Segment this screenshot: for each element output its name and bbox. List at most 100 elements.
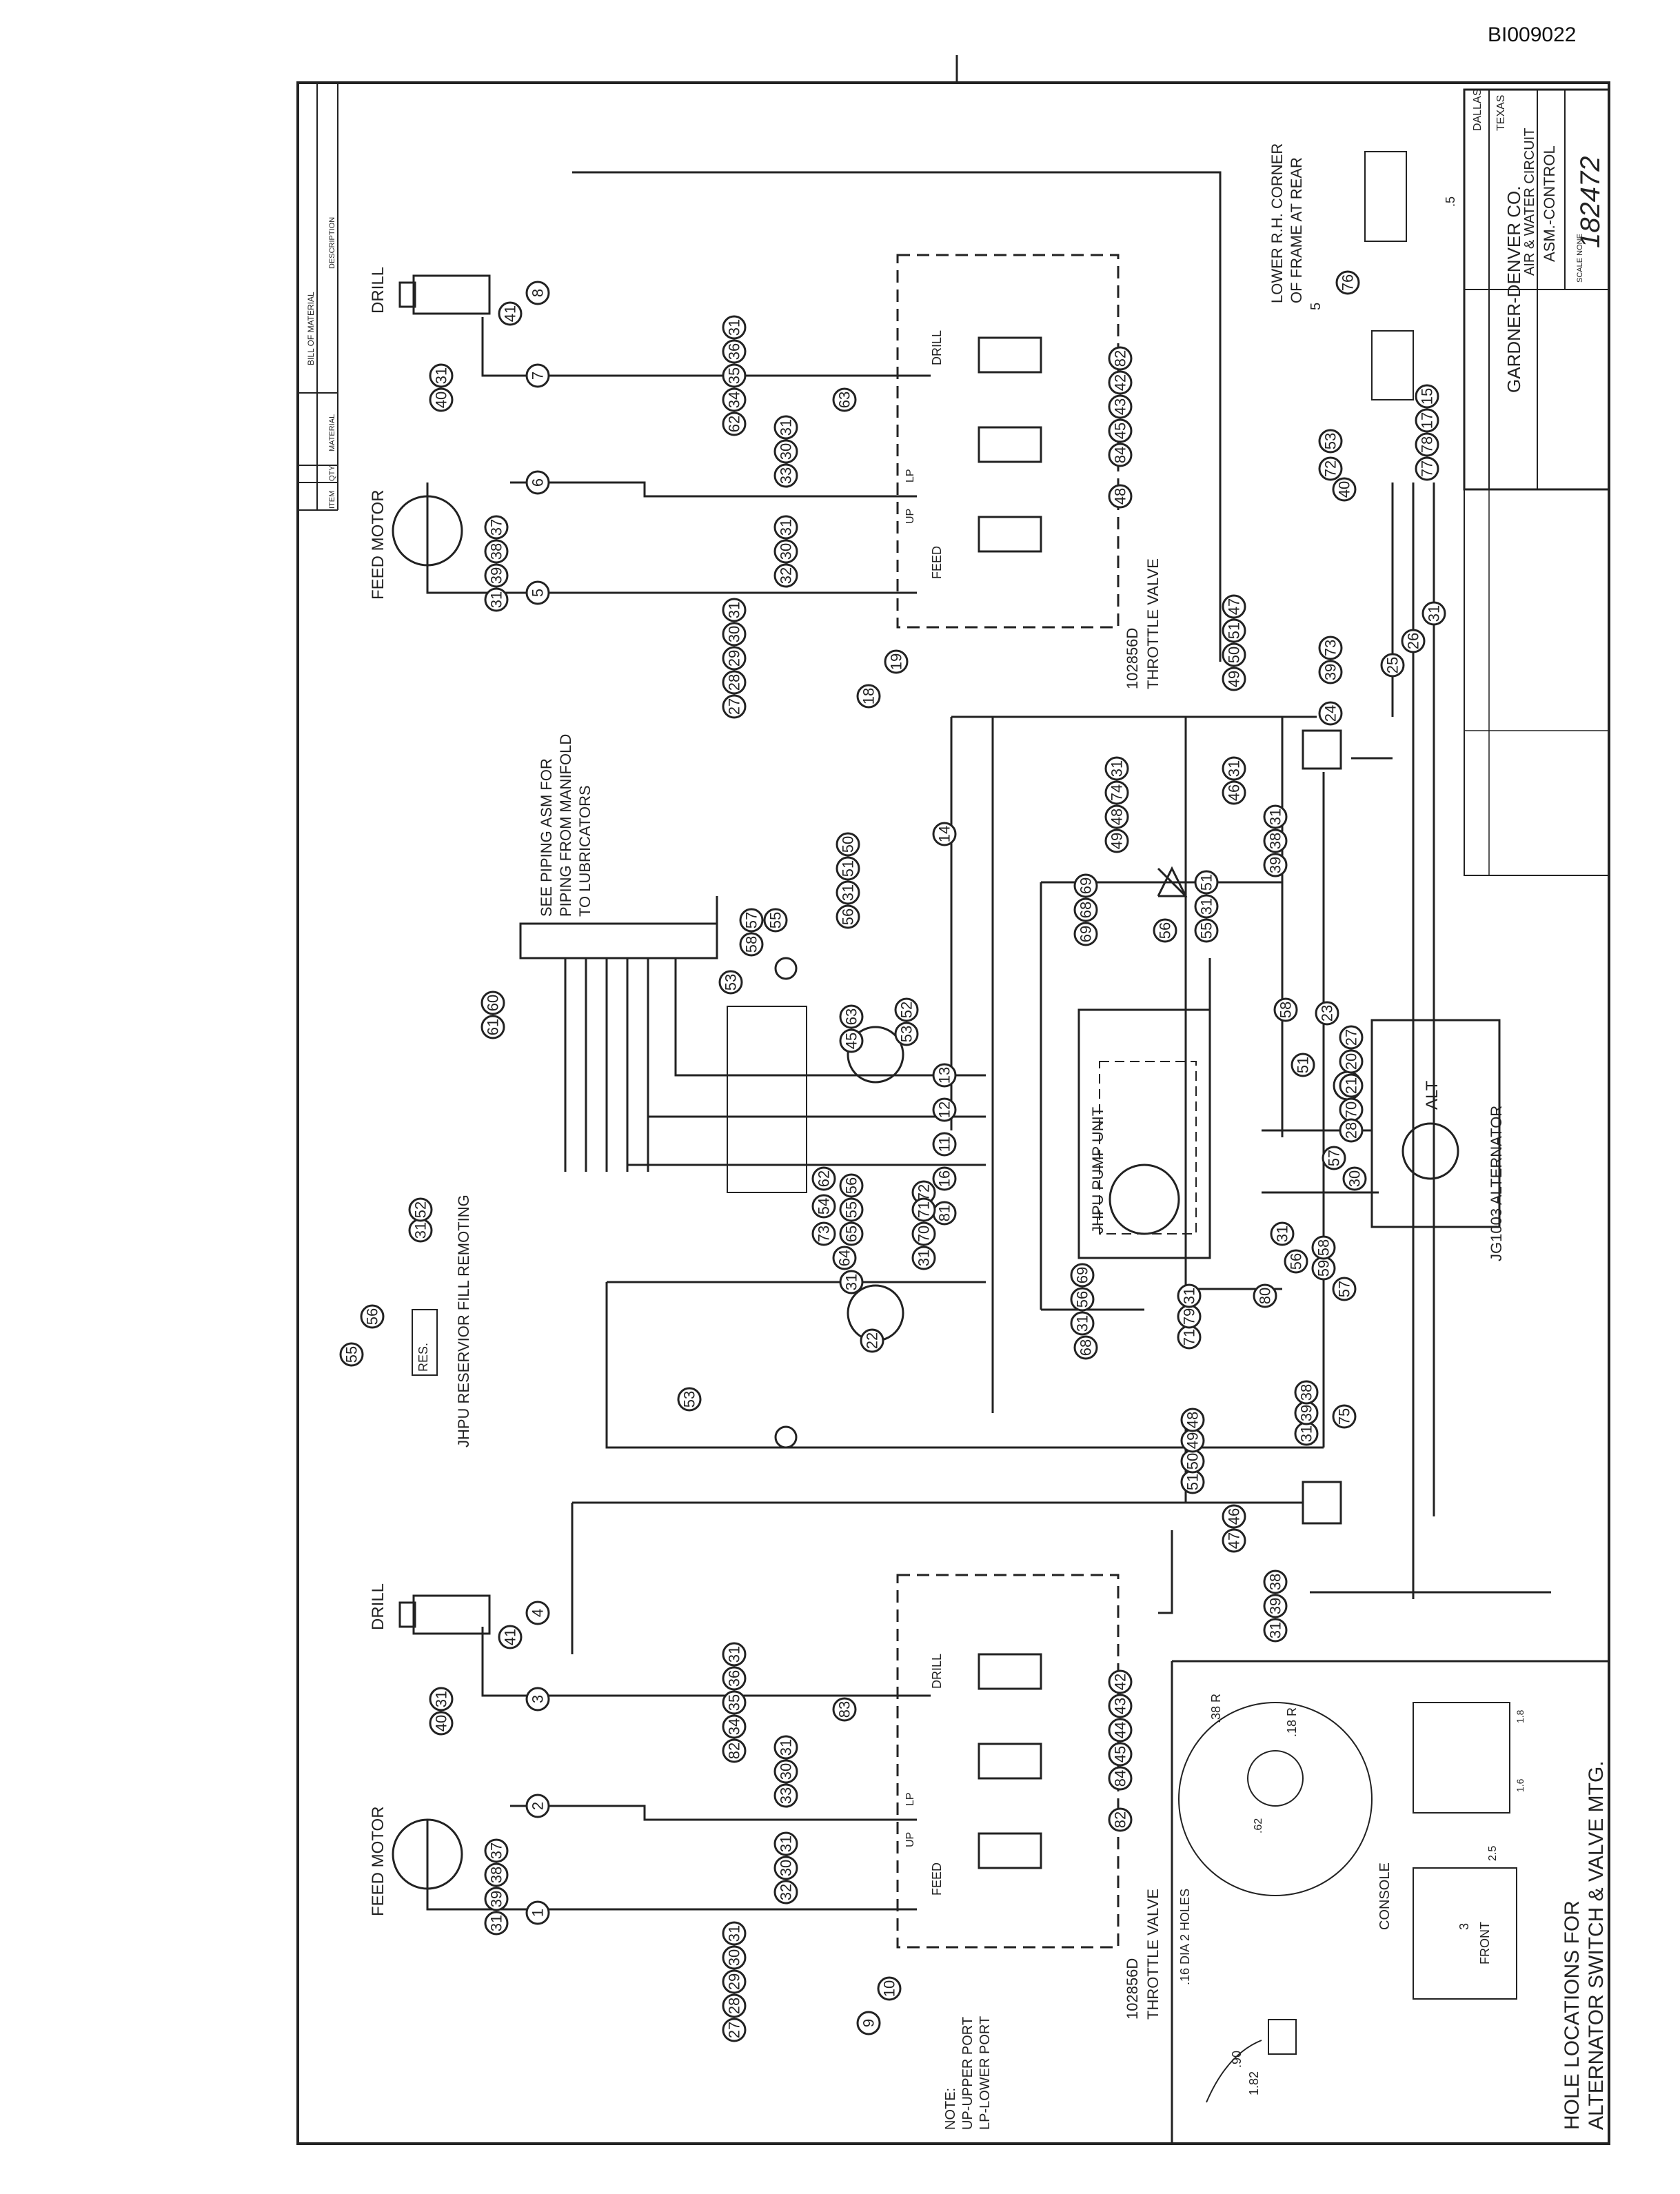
svg-text:56: 56 bbox=[843, 1177, 860, 1194]
top-callout-31: 31 bbox=[1222, 756, 1246, 781]
svg-text:35: 35 bbox=[726, 367, 743, 384]
svg-text:48: 48 bbox=[1184, 1412, 1202, 1428]
svg-text:73: 73 bbox=[1322, 640, 1339, 656]
bottom-callout-43: 43 bbox=[1108, 1694, 1133, 1718]
top-callout-31: 31 bbox=[1104, 756, 1129, 781]
top-callout-31: 31 bbox=[1194, 894, 1219, 919]
svg-text:51: 51 bbox=[1198, 874, 1215, 891]
top-callout-31: 31 bbox=[1177, 1283, 1202, 1308]
top-callout-48: 48 bbox=[1108, 484, 1133, 509]
svg-text:62: 62 bbox=[726, 416, 743, 432]
top-callout-55: 55 bbox=[339, 1342, 364, 1367]
svg-text:57: 57 bbox=[1326, 1150, 1343, 1166]
top-callout-6: 6 bbox=[525, 470, 550, 495]
top-callout-25: 25 bbox=[1380, 653, 1405, 678]
svg-text:10: 10 bbox=[881, 1980, 898, 1997]
svg-text:58: 58 bbox=[1277, 1002, 1295, 1018]
top-callout-38: 38 bbox=[484, 539, 509, 564]
svg-text:6: 6 bbox=[529, 478, 547, 487]
label-front: FRONT bbox=[1478, 1922, 1492, 1964]
top-callout-31: 31 bbox=[773, 515, 798, 540]
top-callout-63: 63 bbox=[832, 387, 857, 412]
svg-text:84: 84 bbox=[1112, 1770, 1129, 1787]
label-alt-box: ALT bbox=[1423, 1080, 1441, 1110]
svg-text:31: 31 bbox=[488, 591, 505, 608]
top-callout-48: 48 bbox=[1104, 804, 1129, 829]
svg-text:8: 8 bbox=[529, 289, 547, 297]
top-callout-19: 19 bbox=[884, 649, 909, 674]
svg-text:58: 58 bbox=[743, 936, 760, 953]
svg-text:45: 45 bbox=[1112, 1746, 1129, 1763]
top-callout-53: 53 bbox=[894, 1022, 919, 1046]
svg-text:76: 76 bbox=[1339, 274, 1357, 291]
svg-text:59: 59 bbox=[1315, 1260, 1333, 1277]
svg-text:36: 36 bbox=[726, 1670, 743, 1687]
top-callout-56: 56 bbox=[836, 904, 860, 929]
svg-text:48: 48 bbox=[1112, 488, 1129, 505]
bottom-callout-30: 30 bbox=[773, 1856, 798, 1880]
svg-text:56: 56 bbox=[1074, 1291, 1091, 1308]
svg-text:51: 51 bbox=[1184, 1474, 1202, 1490]
svg-text:12: 12 bbox=[936, 1101, 953, 1118]
svg-text:61: 61 bbox=[485, 1019, 502, 1035]
label-feed-word-top: FEED bbox=[930, 546, 944, 579]
svg-text:53: 53 bbox=[681, 1391, 698, 1408]
svg-text:31: 31 bbox=[433, 1691, 450, 1707]
top-callout-39: 39 bbox=[484, 563, 509, 588]
bom-col-material: MATERIAL bbox=[328, 414, 336, 451]
dim-16: 1.6 bbox=[1515, 1778, 1526, 1792]
svg-text:47: 47 bbox=[1226, 1532, 1243, 1549]
svg-text:68: 68 bbox=[1077, 1339, 1095, 1356]
label-drill-word-bottom: DRILL bbox=[930, 1654, 944, 1689]
top-callout-56: 56 bbox=[1070, 1287, 1095, 1312]
top-callout-68: 68 bbox=[1073, 897, 1098, 922]
top-callout-62: 62 bbox=[722, 412, 747, 436]
svg-text:64: 64 bbox=[836, 1250, 853, 1266]
top-callout-31: 31 bbox=[773, 415, 798, 440]
top-callout-58: 58 bbox=[739, 932, 764, 957]
bottom-callout-36: 36 bbox=[722, 1666, 747, 1691]
svg-text:30: 30 bbox=[778, 1763, 795, 1780]
svg-text:31: 31 bbox=[778, 1739, 795, 1756]
label-pump-unit: JHPU PUMP UNIT bbox=[1089, 1107, 1106, 1234]
top-callout-82: 82 bbox=[1108, 346, 1133, 371]
top-callout-41: 41 bbox=[498, 301, 523, 326]
svg-text:56: 56 bbox=[1288, 1253, 1305, 1270]
svg-text:46: 46 bbox=[1226, 784, 1243, 801]
top-callout-28: 28 bbox=[1339, 1118, 1364, 1143]
top-callout-5: 5 bbox=[525, 580, 550, 605]
svg-text:39: 39 bbox=[1322, 664, 1339, 680]
svg-text:83: 83 bbox=[836, 1701, 853, 1718]
dim-182: 1.82 bbox=[1247, 2071, 1261, 2095]
bottom-callout-40: 40 bbox=[429, 1711, 454, 1736]
svg-text:31: 31 bbox=[1298, 1425, 1315, 1442]
svg-text:19: 19 bbox=[888, 653, 905, 670]
top-callout-63: 63 bbox=[839, 1004, 864, 1029]
svg-text:56: 56 bbox=[364, 1308, 381, 1325]
bottom-callout-42: 42 bbox=[1108, 1669, 1133, 1694]
svg-text:84: 84 bbox=[1112, 447, 1129, 463]
title-block: GARDNER-DENVER CO. DALLAS TEXAS ASM.-CON… bbox=[1463, 88, 1610, 876]
top-callout-73: 73 bbox=[1318, 636, 1343, 660]
top-callout-80: 80 bbox=[1253, 1283, 1277, 1308]
svg-text:48: 48 bbox=[1109, 809, 1126, 825]
bottom-callout-28: 28 bbox=[722, 1993, 747, 2018]
svg-text:30: 30 bbox=[778, 1860, 795, 1876]
top-callout-69: 69 bbox=[1070, 1263, 1095, 1288]
bom-col-qty: QTY. bbox=[328, 465, 336, 481]
bottom-callout-27: 27 bbox=[722, 2018, 747, 2042]
top-callout-31: 31 bbox=[1270, 1221, 1295, 1246]
svg-text:20: 20 bbox=[1343, 1053, 1360, 1070]
svg-text:33: 33 bbox=[778, 467, 795, 484]
top-callout-28: 28 bbox=[722, 670, 747, 695]
svg-text:50: 50 bbox=[1226, 647, 1243, 663]
bottom-callout-1: 1 bbox=[525, 1900, 550, 1925]
bill-of-material: BILL OF MATERIAL ITEM QTY. MATERIAL DESC… bbox=[298, 83, 338, 511]
svg-text:50: 50 bbox=[1184, 1453, 1202, 1470]
bottom-callout-37: 37 bbox=[484, 1838, 509, 1863]
top-callout-31: 31 bbox=[408, 1218, 433, 1243]
svg-text:75: 75 bbox=[1336, 1408, 1353, 1425]
bom-col-description: DESCRIPTION bbox=[328, 217, 336, 269]
top-callout-27: 27 bbox=[722, 694, 747, 719]
bottom-callout-4: 4 bbox=[525, 1601, 550, 1625]
